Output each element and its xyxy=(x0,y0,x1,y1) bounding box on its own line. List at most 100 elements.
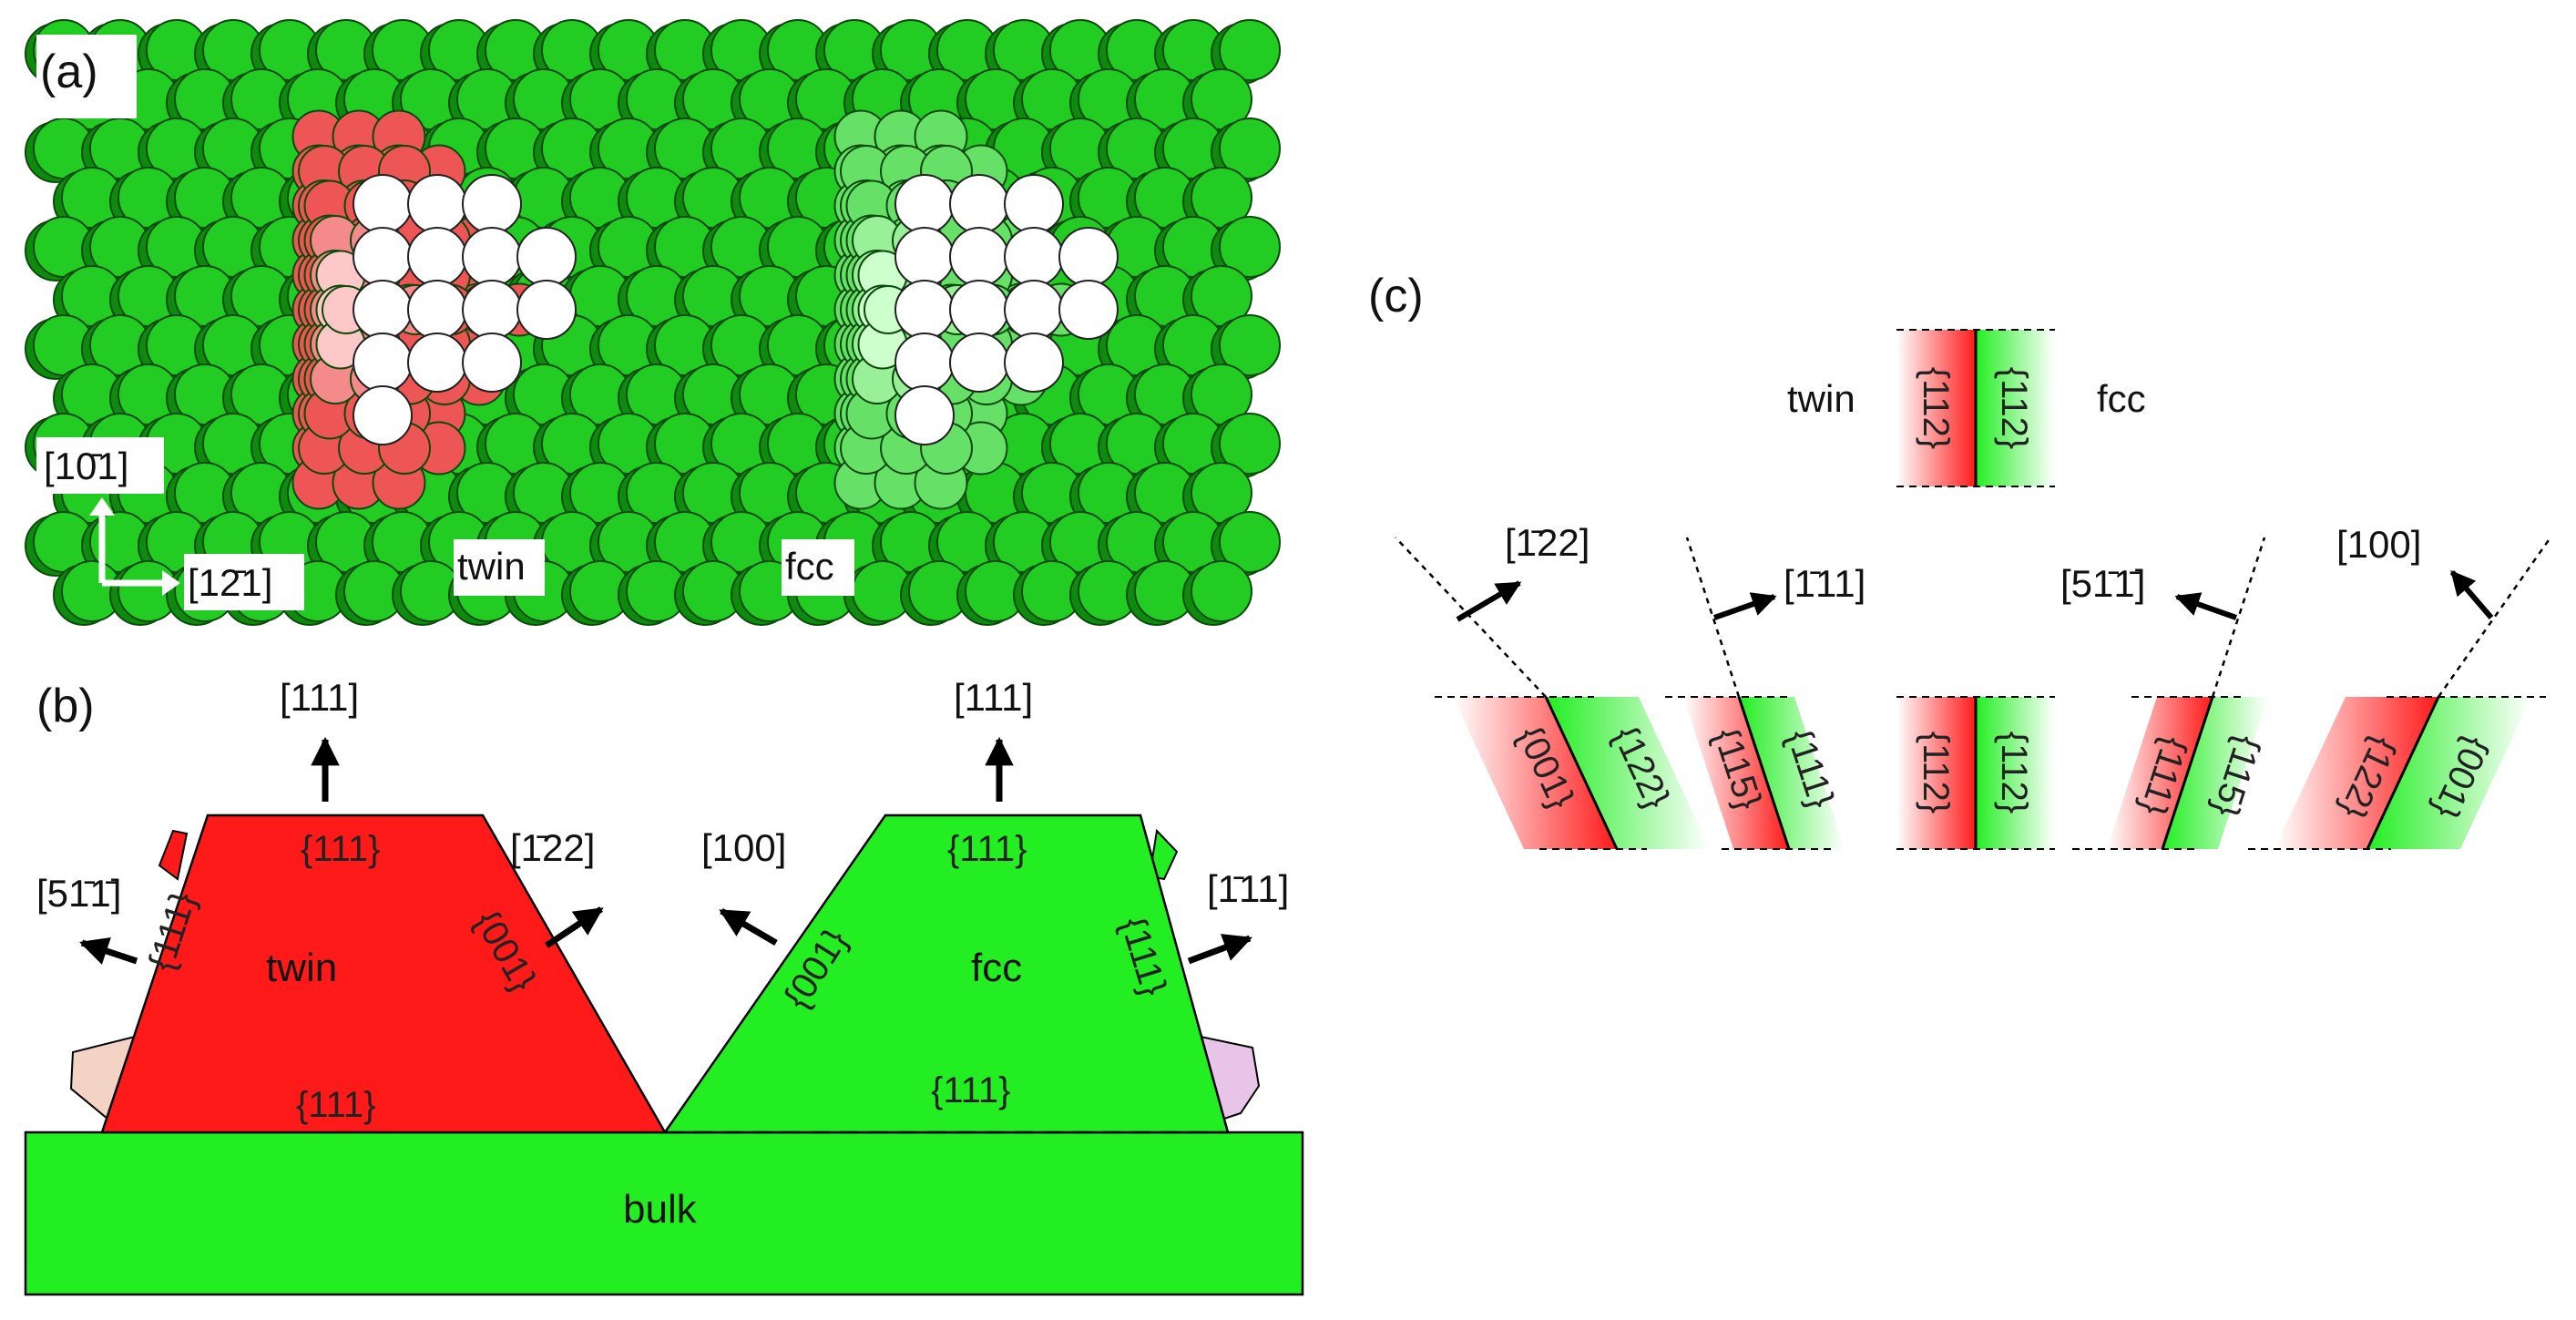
pair-4-extension xyxy=(2211,537,2266,698)
top-pair-twin-label: twin xyxy=(1787,377,1855,420)
pair-4-boundary xyxy=(2161,696,2214,850)
pair-1-direction-arrow xyxy=(1456,580,1522,622)
panel-a-label: (a) xyxy=(40,46,98,98)
island-top-atom xyxy=(894,385,955,445)
island-top-atom xyxy=(353,174,413,234)
fcc-facet-bottom: {111} xyxy=(931,1070,1011,1110)
island-top-atom xyxy=(949,227,1009,287)
pair-5-green-region xyxy=(2367,697,2531,849)
substrate-atom xyxy=(1219,118,1281,179)
pair-2-direction: [1̄11] xyxy=(1784,562,1866,605)
twin-side-bump-top xyxy=(158,829,189,881)
pair-5-boundary xyxy=(2366,696,2440,850)
fcc-island-atoms xyxy=(833,109,1119,510)
island-top-atom xyxy=(407,280,467,340)
island-top-atom xyxy=(1004,280,1064,340)
island-top-atom xyxy=(1058,280,1119,340)
boundary-pair-4: {111} {115} [51̄1̄] xyxy=(2060,537,2268,850)
substrate-atom xyxy=(1219,511,1281,573)
pair-5-red-region xyxy=(2274,697,2438,849)
pair-2-extension xyxy=(1685,537,1741,698)
island-top-atom xyxy=(407,227,467,287)
twin-facet-top: {111} xyxy=(301,829,381,869)
island-top-atom xyxy=(353,280,413,340)
pair-2-red-region xyxy=(1683,697,1789,849)
twin-top-direction: [111] xyxy=(280,676,359,719)
pair-4-green-region xyxy=(2162,697,2268,849)
island-top-atom xyxy=(516,227,577,287)
island-top-atom xyxy=(353,385,413,445)
pair-1-red-region xyxy=(1453,697,1617,849)
fcc-label-box xyxy=(782,539,854,596)
pair-1-direction: [1̄22] xyxy=(1505,521,1590,564)
pair-1-green-region xyxy=(1546,697,1710,849)
pair-3-red-facet: {112} xyxy=(1916,732,1956,814)
fcc-top-direction: [111] xyxy=(954,676,1033,719)
pair-5-direction-arrow xyxy=(2449,569,2494,619)
pair-2-boundary xyxy=(1737,696,1791,850)
boundary-pair-3: {112} {112} xyxy=(1896,696,2055,850)
twin-island-name: twin xyxy=(266,946,337,990)
island-top-atom xyxy=(353,227,413,287)
island-top-atom xyxy=(1004,227,1064,287)
top-boundary-pair: {112} {112} twin fcc xyxy=(1787,329,2146,487)
panel-c-label: (c) xyxy=(1368,270,1424,322)
twin-island-atoms xyxy=(291,109,577,510)
twin-label-box xyxy=(454,539,545,596)
island-top-atom xyxy=(462,333,522,393)
substrate-atom xyxy=(1219,314,1281,376)
island-top-atom xyxy=(949,333,1009,393)
fcc-left-direction-arrow xyxy=(719,907,778,947)
substrate-atom xyxy=(1191,560,1252,622)
top-pair-green-region xyxy=(1976,330,2055,486)
fcc-island-name: fcc xyxy=(971,946,1022,990)
island-top-atom xyxy=(516,280,577,340)
island-top-atom xyxy=(949,174,1009,234)
boundary-pair-2: {115} {111} [1̄11] xyxy=(1665,537,1866,850)
pair-1-boundary xyxy=(1544,696,1619,850)
panel-b: (b) bulk {111} {111} {111} {001} twin {1… xyxy=(24,676,1304,1296)
top-pair-red-region xyxy=(1896,330,1976,486)
pair-5-direction: [100] xyxy=(2336,523,2421,566)
boundary-pair-1: {001} {122} [1̄22] xyxy=(1395,521,1710,850)
island-top-atom xyxy=(894,227,955,287)
island-top-atom xyxy=(407,333,467,393)
twin-island-shape xyxy=(100,813,668,1134)
substrate-atom xyxy=(1219,413,1281,475)
fcc-left-direction: [100] xyxy=(701,826,786,869)
island-top-atom xyxy=(407,174,467,234)
pair-4-red-region xyxy=(2107,697,2213,849)
axis-right-label: [12̄1] xyxy=(188,561,272,604)
pair-2-direction-arrow xyxy=(1713,592,1777,620)
pair-5-extension xyxy=(2437,537,2552,698)
axis-right-label-box xyxy=(184,554,304,610)
island-top-atom xyxy=(1004,333,1064,393)
island-top-atom xyxy=(894,174,955,234)
top-pair-fcc-label: fcc xyxy=(2097,377,2146,420)
fcc-right-direction: [1̄11] xyxy=(1207,867,1289,910)
island-top-atom xyxy=(353,333,413,393)
island-top-atom xyxy=(949,280,1009,340)
top-pair-red-facet: {112} xyxy=(1916,367,1956,450)
pair-1-extension xyxy=(1395,537,1547,698)
island-top-atom xyxy=(462,227,522,287)
pair-3-green-region xyxy=(1976,697,2055,849)
bulk-label: bulk xyxy=(623,1187,698,1232)
twin-right-direction: [1̄22] xyxy=(510,826,595,869)
twin-left-direction: [51̄1̄] xyxy=(36,872,121,915)
fcc-island-label: fcc xyxy=(785,545,834,588)
pair-3-red-region xyxy=(1896,697,1976,849)
axis-up-label: [10̄1] xyxy=(44,445,128,487)
fcc-island-shape xyxy=(662,813,1230,1134)
axis-right-arrowhead xyxy=(162,570,180,596)
axis-up-arrowhead xyxy=(89,497,115,516)
island-top-atom xyxy=(1004,174,1064,234)
panel-b-label: (b) xyxy=(36,680,95,732)
panel-a-label-box xyxy=(36,35,137,118)
axis-up-label-box xyxy=(36,437,164,494)
substrate-atom xyxy=(1219,19,1281,81)
island-top-atom xyxy=(1058,227,1119,287)
pair-2-green-region xyxy=(1739,697,1845,849)
top-pair-green-facet: {112} xyxy=(1994,367,2034,450)
panel-a: (a) [10̄1] [12̄1] twin fcc xyxy=(25,19,1281,626)
